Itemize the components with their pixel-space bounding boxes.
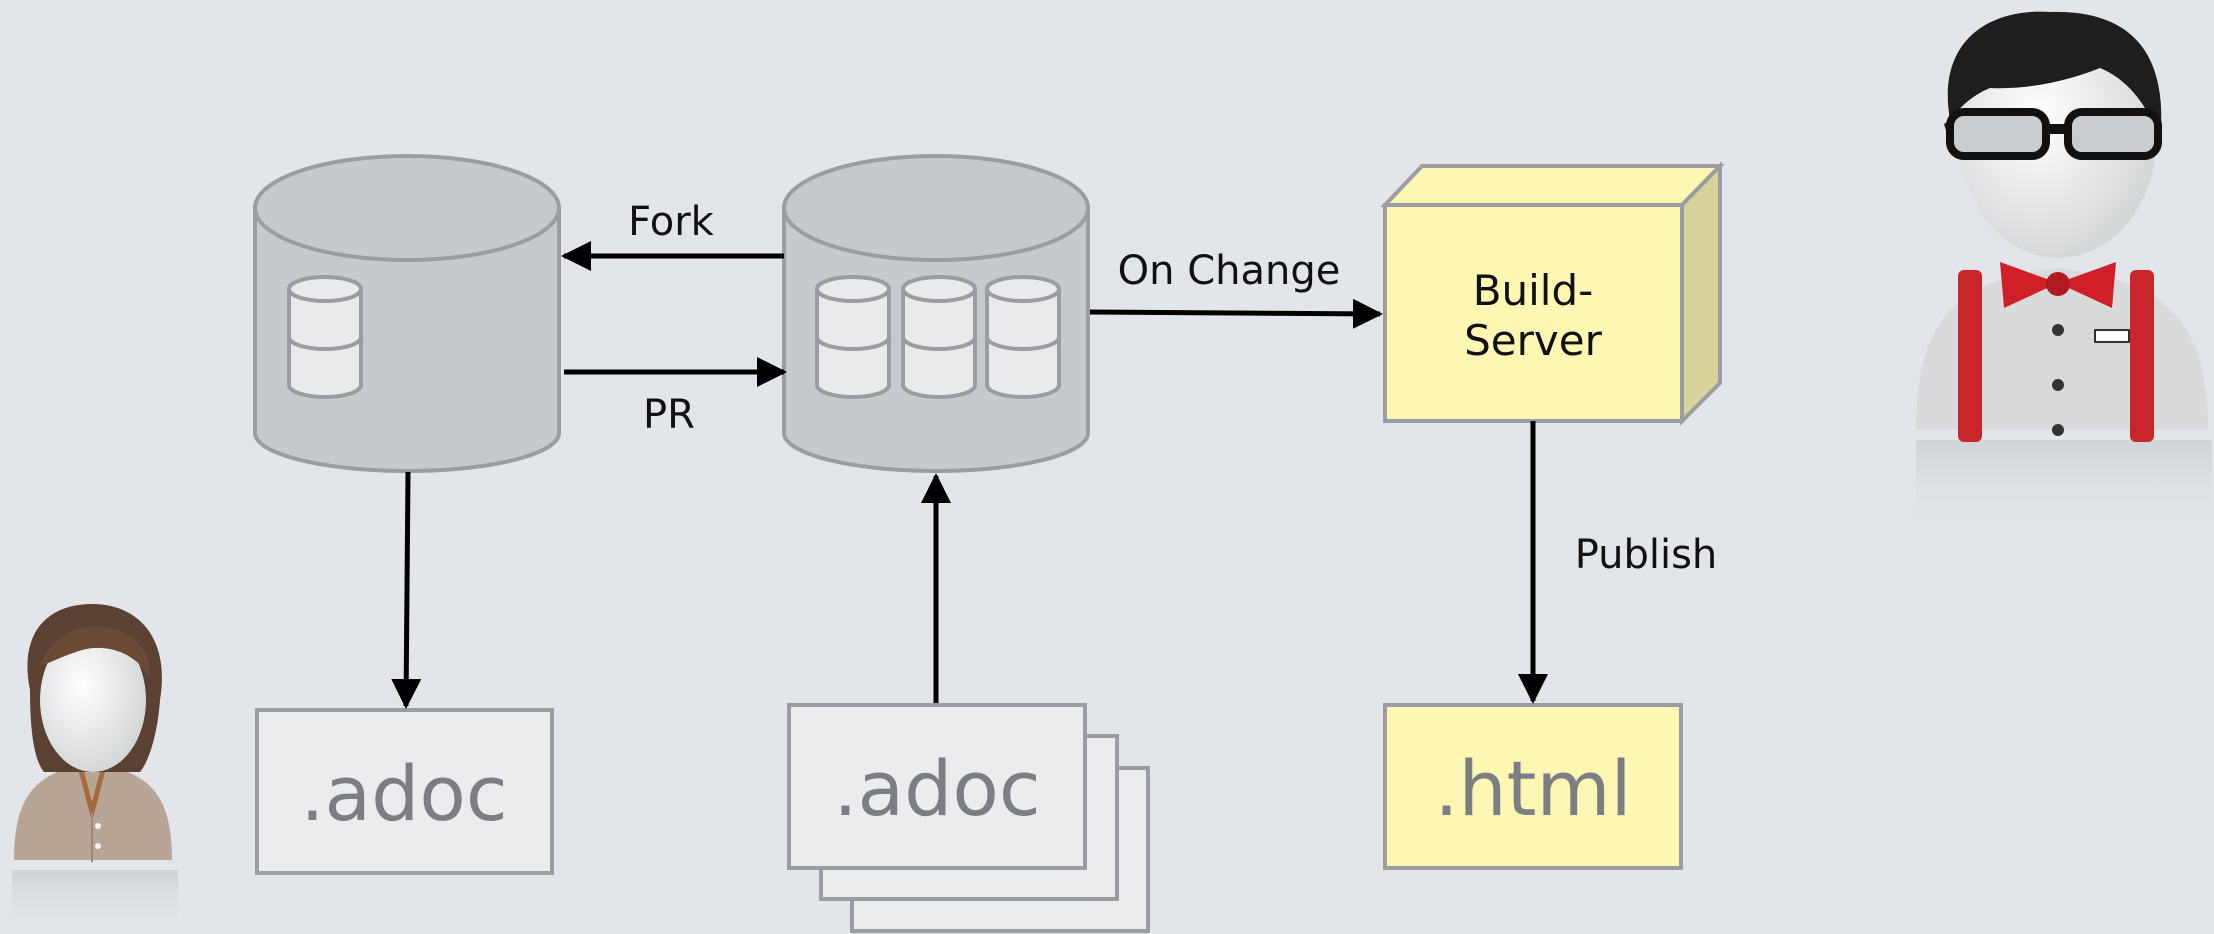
html-output-label: .html bbox=[1434, 744, 1631, 833]
fork-repository bbox=[253, 154, 561, 473]
on-change-label: On Change bbox=[1118, 248, 1341, 294]
small-repository-icon bbox=[985, 275, 1061, 399]
pr-label: PR bbox=[643, 392, 695, 438]
repository-adoc-label: .adoc bbox=[833, 744, 1040, 833]
small-repository-icon bbox=[815, 275, 891, 399]
small-repository-icon bbox=[287, 275, 363, 399]
fork-label: Fork bbox=[628, 199, 715, 245]
main-repository bbox=[782, 154, 1090, 473]
author-adoc-document: .adoc bbox=[255, 708, 554, 875]
build-server-label-line2: Server bbox=[1464, 316, 1602, 365]
publish-label: Publish bbox=[1575, 532, 1718, 578]
on-change-arrow bbox=[1089, 298, 1383, 329]
build-server-label-line1: Build- bbox=[1473, 266, 1594, 315]
html-output-document: .html bbox=[1383, 703, 1683, 870]
repository-adoc-stack: .adoc bbox=[787, 703, 1150, 933]
checkout-arrow bbox=[391, 471, 422, 709]
nerd-avatar-icon bbox=[1916, 11, 2212, 540]
small-repository-icon bbox=[901, 275, 977, 399]
build-server-box: Build- Server bbox=[1380, 161, 1725, 426]
author-adoc-label: .adoc bbox=[300, 749, 507, 838]
woman-avatar-icon bbox=[12, 604, 178, 934]
